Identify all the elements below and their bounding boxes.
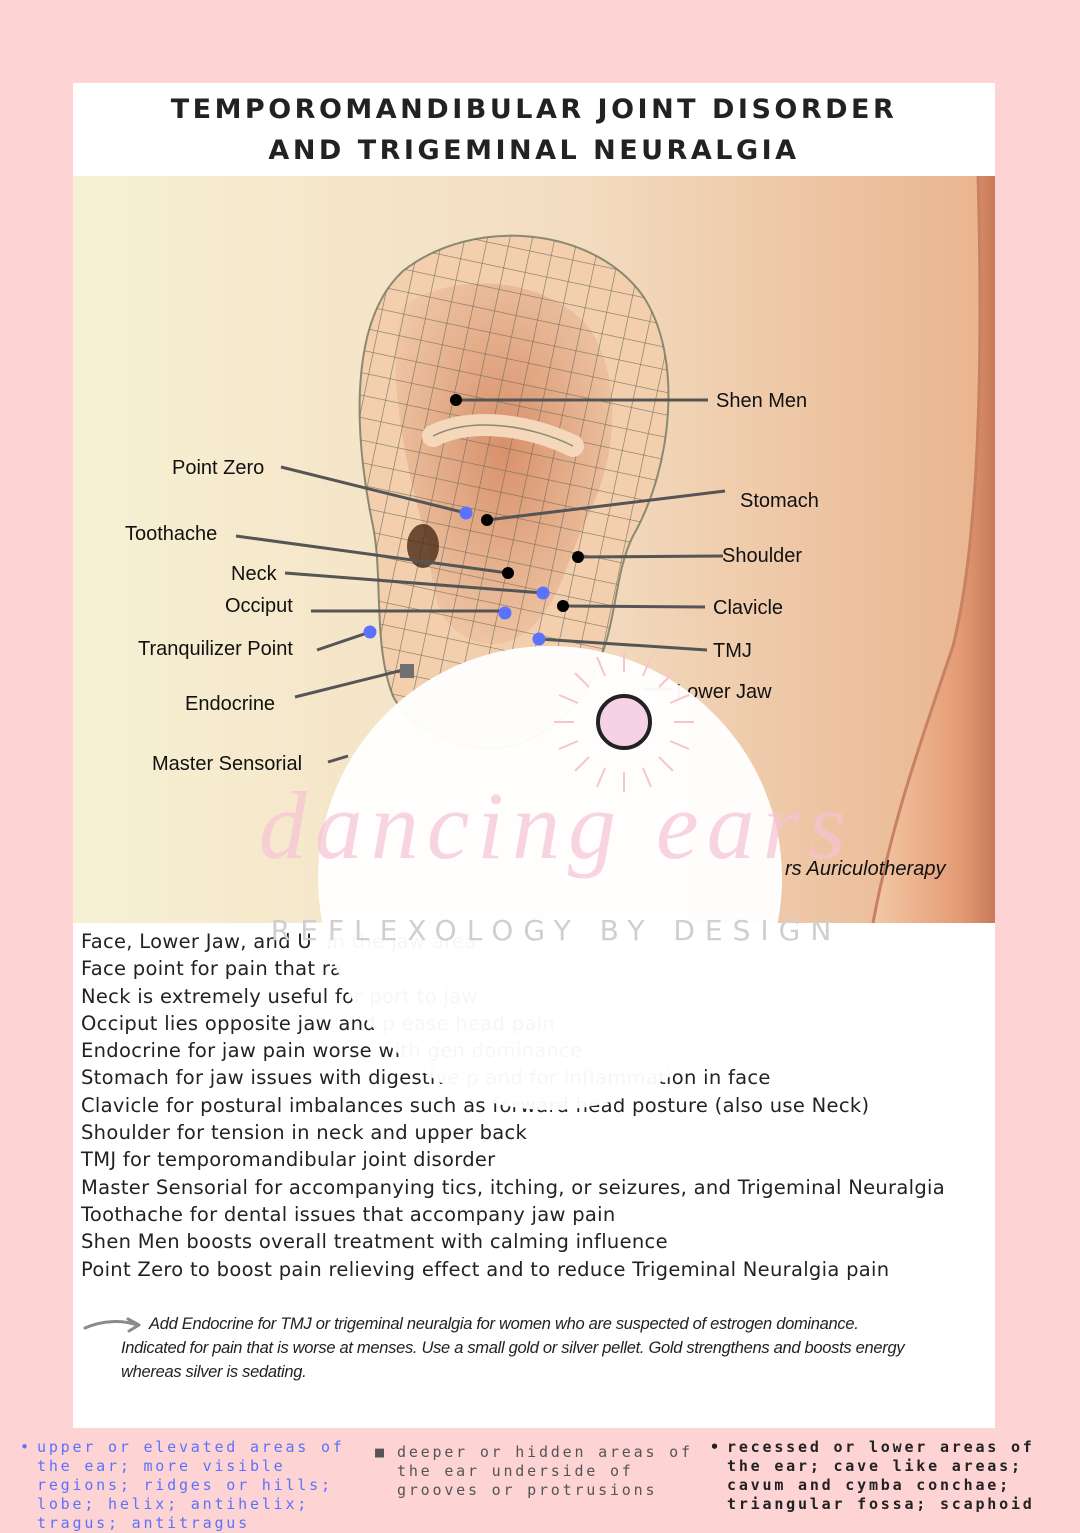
point-zero-point [459, 506, 473, 520]
neck-silhouette [873, 176, 995, 923]
legend-text: upper or elevated areas of the ear; more… [37, 1438, 345, 1532]
legend-elevated: • upper or elevated areas of the ear; mo… [20, 1438, 360, 1533]
tip-line-2: Indicated for pain that is worse at mens… [121, 1339, 905, 1357]
label-master-sensorial: Master Sensorial [152, 753, 302, 775]
image-credit: rs Auriculotherapy [785, 858, 946, 880]
arrow-right-icon [83, 1317, 141, 1333]
label-lower-jaw: Lower Jaw [676, 681, 772, 703]
label-stomach: Stomach [740, 490, 819, 512]
legend-dot-icon: • [710, 1438, 722, 1456]
legend-dot-icon: • [20, 1438, 32, 1456]
note-item: Face, Lower Jaw, and U in the jaw area [81, 930, 477, 953]
tmj-point [532, 632, 546, 646]
note-item: Endocrine for jaw pain worse with gen do… [81, 1039, 583, 1063]
note-item: Clavicle for postural imbalances such as… [81, 1093, 870, 1117]
tip-line-3: whereas silver is sedating. [121, 1363, 307, 1381]
tip-line-1: Add Endocrine for TMJ or trigeminal neur… [149, 1315, 859, 1333]
label-occiput: Occiput [225, 595, 293, 617]
legend-hidden: ■ deeper or hidden areas of the ear unde… [375, 1443, 695, 1500]
point-notes-list: Face, Lower Jaw, and U in the jaw area F… [81, 928, 986, 1283]
poster-sheet: TEMPOROMANDIBULAR JOINT DISORDER AND TRI… [73, 83, 995, 1428]
label-shoulder: Shoulder [722, 545, 802, 567]
endocrine-point [400, 664, 414, 678]
page-title: TEMPOROMANDIBULAR JOINT DISORDER AND TRI… [73, 89, 995, 171]
toothache-point [502, 567, 514, 579]
title-line-1: TEMPOROMANDIBULAR JOINT DISORDER [170, 94, 898, 125]
label-toothache: Toothache [125, 523, 217, 545]
label-clavicle: Clavicle [713, 597, 783, 619]
note-item: Occiput lies opposite jaw and p ease hea… [81, 1011, 556, 1035]
note-item: Shen Men boosts overall treatment with c… [81, 1230, 668, 1254]
note-item: Toothache for dental issues that accompa… [81, 1202, 616, 1226]
legend-text: recessed or lower areas of the ear; cave… [727, 1438, 1035, 1513]
shen-men-point [450, 394, 462, 406]
ear-diagram: Shen Men Point Zero Stomach Toothache Sh… [73, 176, 995, 923]
legend-text: deeper or hidden areas of the ear unders… [397, 1443, 693, 1499]
tranquilizer-point [363, 625, 377, 639]
note-item: TMJ for temporomandibular joint disorder [81, 1148, 496, 1172]
label-neck: Neck [231, 563, 278, 585]
note-item: Stomach for jaw issues with digestive p … [81, 1066, 771, 1090]
ear [358, 234, 670, 750]
neck-point [536, 586, 550, 600]
shoulder-point [572, 551, 584, 563]
label-tranquilizer-point: Tranquilizer Point [138, 638, 293, 660]
clavicle-point [557, 600, 569, 612]
occiput-point [498, 606, 512, 620]
label-endocrine: Endocrine [185, 693, 275, 715]
label-point-zero: Point Zero [172, 457, 264, 479]
stomach-point [481, 514, 493, 526]
note-item: Point Zero to boost pain relieving effec… [81, 1257, 890, 1281]
note-item: Master Sensorial for accompanying tics, … [81, 1175, 945, 1199]
legend-square-icon: ■ [375, 1443, 387, 1461]
label-tmj: TMJ [713, 640, 752, 662]
title-line-2: AND TRIGEMINAL NEURALGIA [268, 135, 800, 166]
endocrine-tip: Add Endocrine for TMJ or trigeminal neur… [83, 1312, 983, 1384]
label-shen-men: Shen Men [716, 390, 807, 412]
note-item: Neck is extremely useful for port to jaw [81, 984, 478, 1008]
note-item: Shoulder for tension in neck and upper b… [81, 1121, 528, 1145]
note-item: Face point for pain that ra [81, 957, 343, 981]
legend-recessed: • recessed or lower areas of the ear; ca… [710, 1438, 1070, 1514]
